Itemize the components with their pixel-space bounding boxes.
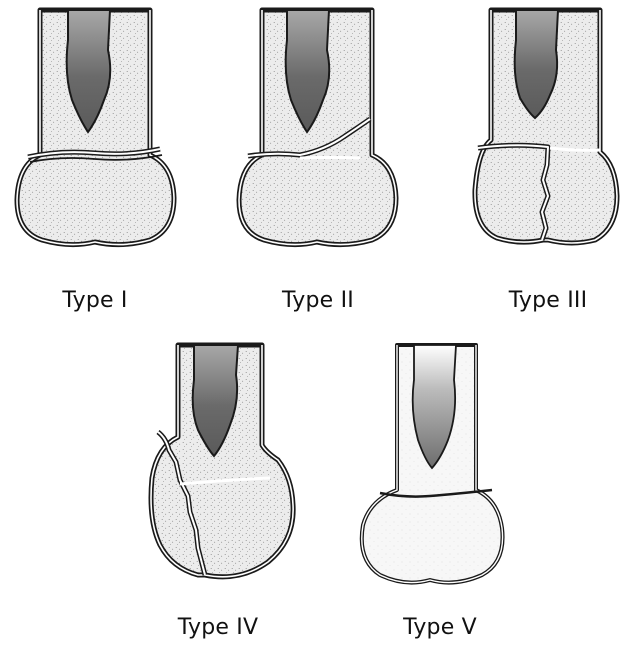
label-type-4: Type IV (148, 615, 288, 640)
bone-type-2 (239, 10, 396, 245)
bone-type-3 (475, 10, 617, 243)
label-type-5: Type V (370, 615, 510, 640)
label-type-1: Type I (25, 288, 165, 313)
bone-type-1 (17, 10, 174, 245)
bone-type-4 (151, 345, 293, 577)
label-type-3: Type III (478, 288, 618, 313)
label-type-2: Type II (248, 288, 388, 313)
bone-type-5 (362, 345, 503, 583)
